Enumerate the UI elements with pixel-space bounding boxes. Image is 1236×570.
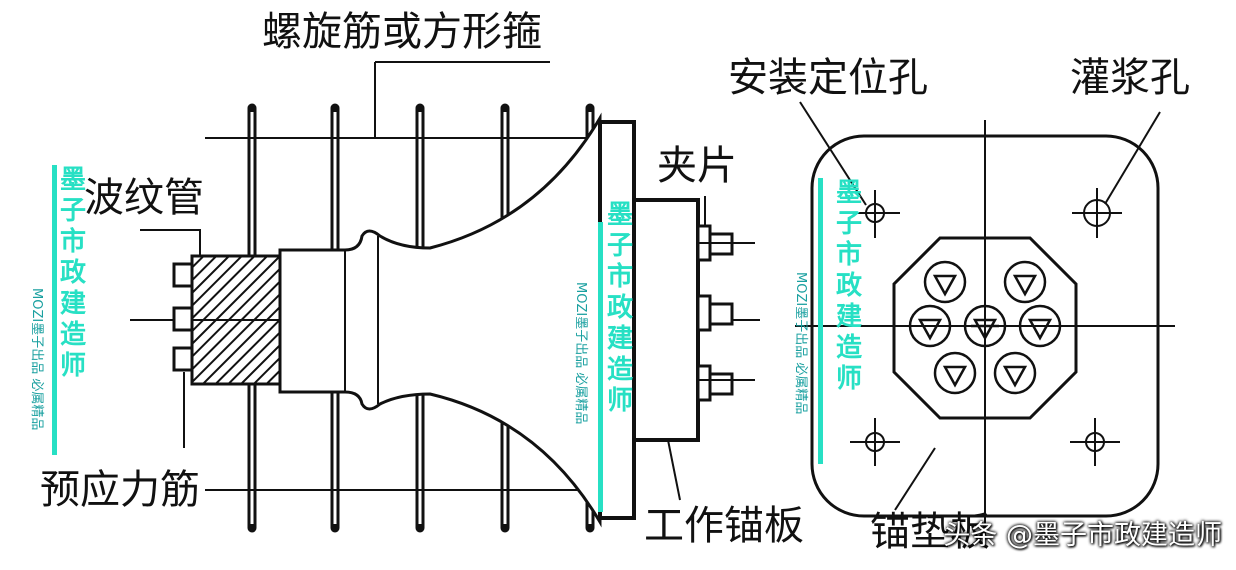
label-grout-hole: 灌浆孔 (1070, 55, 1190, 101)
strand-holes (908, 260, 1062, 395)
label-wedge: 夹片 (657, 143, 737, 189)
grout-hole (1072, 188, 1122, 238)
front-view (795, 101, 1175, 535)
anchor-plate-octagon (892, 236, 1078, 420)
wedges (696, 224, 734, 402)
label-tendon: 预应力筋 (40, 467, 200, 513)
watermark-brand-3: 墨子市政建造师 (835, 178, 862, 394)
label-spiral: 螺旋筋或方形箍 (262, 9, 542, 55)
watermark-tagline-2: MOZI墨子出品 必属精品 (573, 282, 588, 425)
watermark-tagline-3: MOZI墨子出品 必属精品 (793, 272, 808, 415)
watermark-bar-1 (52, 165, 57, 455)
label-corrugated-duct: 波纹管 (84, 175, 204, 221)
label-positioning-hole: 安装定位孔 (728, 55, 928, 101)
side-view (130, 61, 760, 533)
watermark-tagline-1: MOZI墨子出品 必属精品 (29, 288, 44, 431)
label-bearing-plate: 锚垫板 (870, 509, 990, 555)
watermark-brand-1: 墨子市政建造师 (59, 165, 86, 381)
positioning-holes (850, 190, 1120, 466)
credit-overlay: 头条 @墨子市政建造师 (943, 520, 1222, 551)
watermark-brand-2: 墨子市政建造师 (606, 200, 633, 416)
label-working-plate: 工作锚板 (644, 503, 804, 549)
working-anchor-plate (632, 198, 700, 442)
watermark-bar-3 (818, 178, 823, 464)
watermark-bar-2 (598, 222, 603, 512)
trumpet-body (278, 112, 602, 528)
